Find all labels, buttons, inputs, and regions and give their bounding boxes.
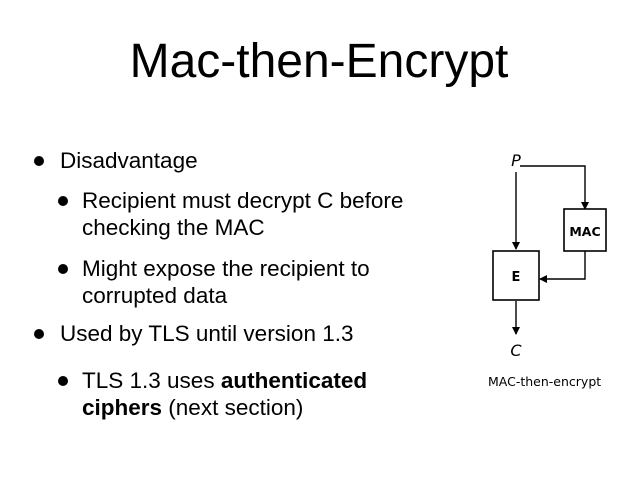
bold-phrase: authenticated ciphers xyxy=(82,368,368,420)
encrypt-box xyxy=(492,250,540,301)
arrow-mac-to-e xyxy=(539,251,586,283)
label-p: P xyxy=(511,151,521,170)
slide-title: Mac-then-Encrypt xyxy=(129,35,509,88)
bullet-disadvantage: Disadvantage xyxy=(60,148,198,173)
bullet-dot-l2 xyxy=(58,376,68,386)
label-c: C xyxy=(510,341,522,360)
bullet-dot-l1 xyxy=(34,156,44,166)
bullet-dot-l2 xyxy=(58,264,68,274)
bullet-decrypt-before-mac: Recipient must decrypt C before checking… xyxy=(82,188,404,240)
arrow-p-to-mac xyxy=(520,165,589,210)
bullet-dot-l2 xyxy=(58,196,68,206)
diagram-svg: P MAC E C MAC-then-encrypt xyxy=(488,151,607,389)
label-e: E xyxy=(512,270,521,285)
label-mac: MAC xyxy=(569,224,600,239)
diagram-caption: MAC-then-encrypt xyxy=(488,374,601,389)
bullet-corrupted-data: Might expose the recipient to corrupted … xyxy=(82,256,370,308)
bullet-tls13-authenticated: TLS 1.3 uses authenticated ciphers (next… xyxy=(82,368,368,420)
bullet-dot-l1 xyxy=(34,329,44,339)
bullet-tls-version: Used by TLS until version 1.3 xyxy=(60,321,354,346)
mac-then-encrypt-diagram: P MAC E C MAC-then-encrypt xyxy=(478,146,638,406)
